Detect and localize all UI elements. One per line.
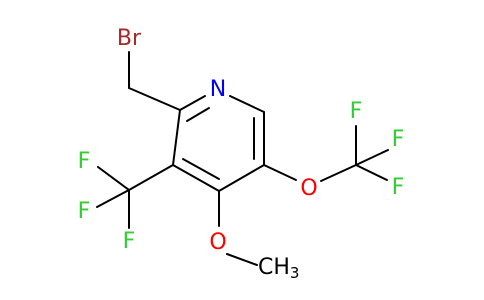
atom-fluorine-1: F xyxy=(78,149,91,174)
atom-oxygen-ether: O xyxy=(300,176,317,201)
atom-fluorine-3: F xyxy=(123,229,136,254)
bond-c2-n-double xyxy=(186,107,210,122)
bond-ocf3-f6 xyxy=(355,164,388,181)
atom-fluorine-6: F xyxy=(392,175,405,200)
bond-n-c6 xyxy=(229,95,265,113)
atom-fluorine-2: F xyxy=(78,199,91,224)
methyl-ch: CH xyxy=(258,255,290,280)
bond-c3-cf3 xyxy=(128,164,174,191)
atom-methyl: CH3 xyxy=(258,255,299,282)
atom-fluorine-5: F xyxy=(392,127,405,152)
bond-c4-c3-double xyxy=(182,158,220,180)
methyl-subscript: 3 xyxy=(290,264,300,282)
bond-c2-n xyxy=(179,95,206,111)
bond-cf3-f1 xyxy=(97,166,130,191)
bond-o1-cf3 xyxy=(320,164,357,182)
bond-cf3-f2 xyxy=(96,189,130,208)
atom-oxygen-methoxy: O xyxy=(209,230,226,255)
atom-nitrogen: N xyxy=(210,77,226,102)
bond-c3-c2 xyxy=(172,109,181,166)
bond-c4-c3 xyxy=(172,164,220,192)
atom-fluorine-4: F xyxy=(350,99,363,124)
bond-ocf3-f5 xyxy=(355,149,389,166)
atom-bromine: Br xyxy=(117,26,142,51)
bond-ch2-c2 xyxy=(128,87,181,111)
bonds xyxy=(96,51,389,266)
bond-c5-c4 xyxy=(218,164,265,192)
bond-o2-ch3 xyxy=(226,253,258,266)
bond-c5-o1 xyxy=(263,164,297,181)
atom-labels: Br N F F F O CH3 O F F F xyxy=(78,26,405,282)
